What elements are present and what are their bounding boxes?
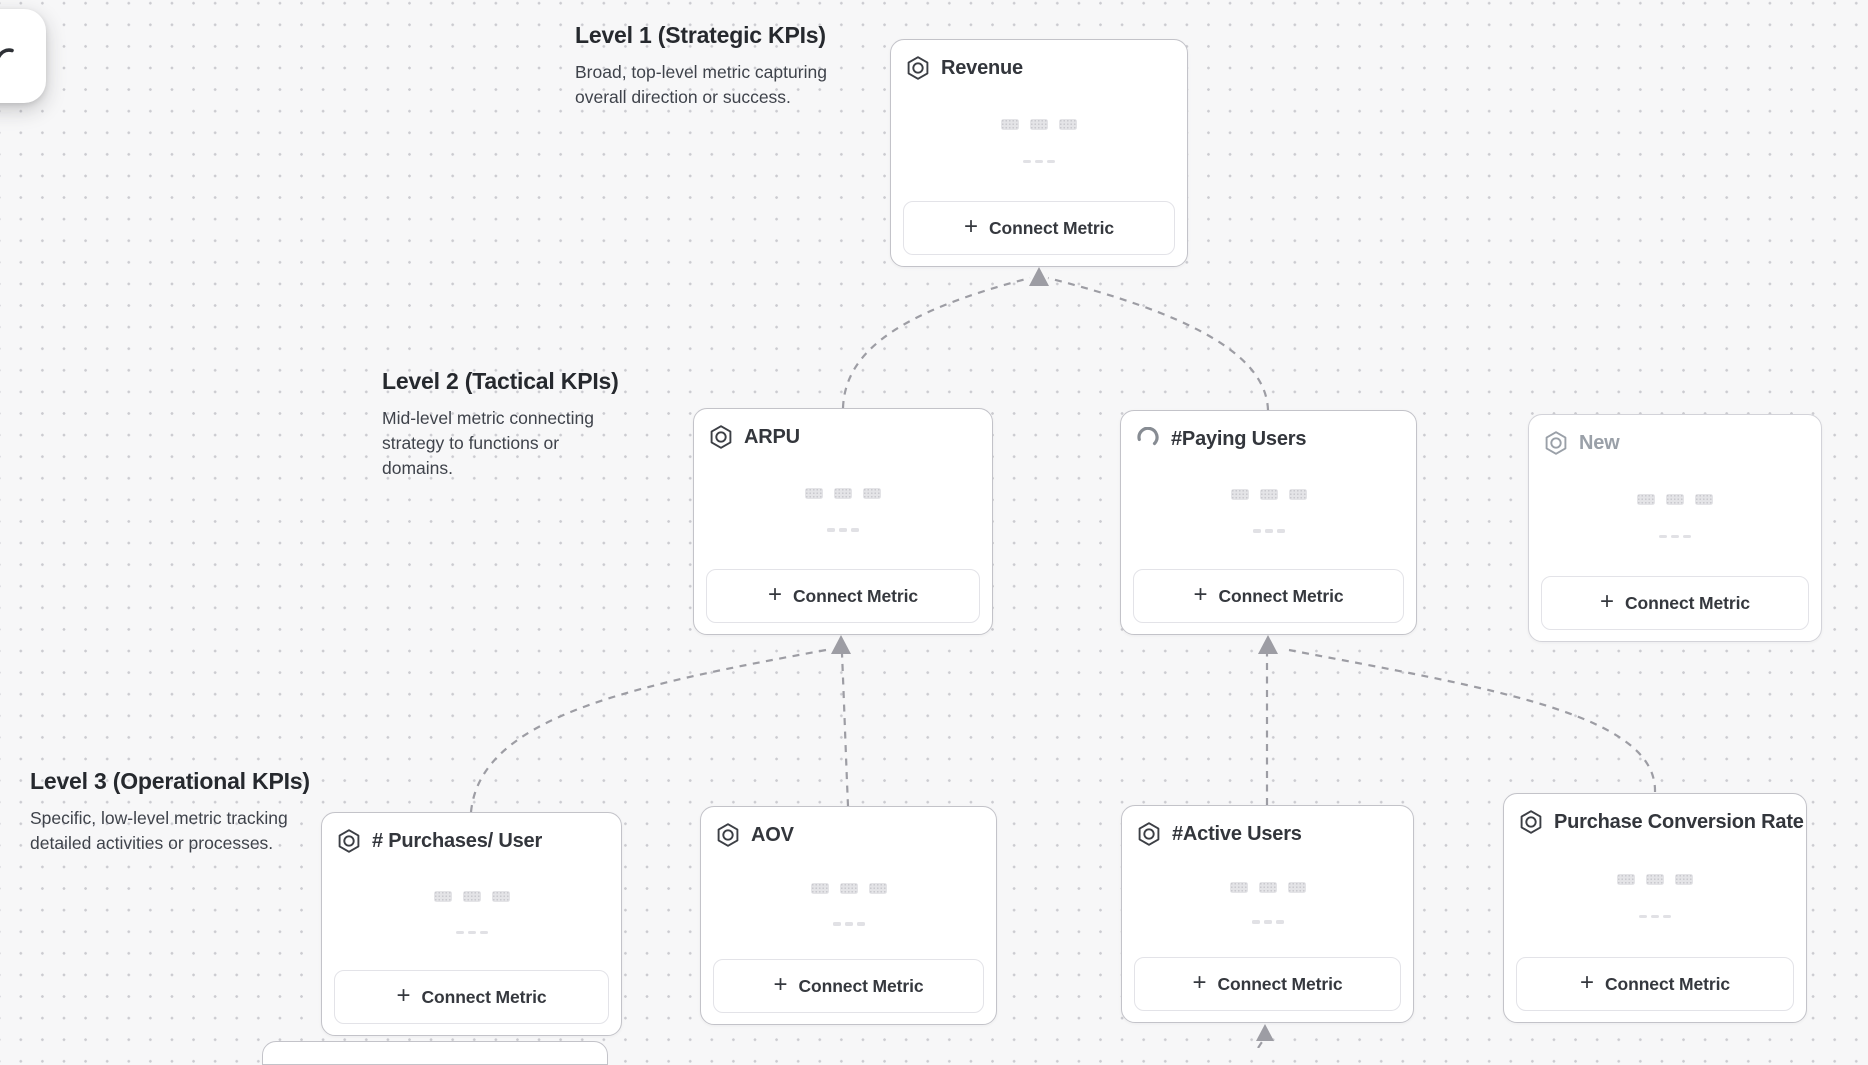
plus-icon: + <box>773 971 788 998</box>
connector-offscreen-to-activeusers <box>1257 1040 1264 1048</box>
floating-toolbar-panel[interactable] <box>0 9 46 103</box>
metric-preview-skeleton <box>1529 494 1821 506</box>
connect-metric-button[interactable]: + Connect Metric <box>903 201 1175 255</box>
metric-card-purchase-conversion-rate[interactable]: Purchase Conversion Rate + Connect Metri… <box>1503 793 1807 1023</box>
connect-metric-button[interactable]: + Connect Metric <box>713 959 984 1013</box>
metric-preview-skeleton <box>694 487 992 499</box>
metric-card-active-users[interactable]: #Active Users + Connect Metric <box>1121 805 1414 1023</box>
card-title: ARPU <box>744 425 800 448</box>
metric-card-partial[interactable] <box>262 1041 608 1065</box>
card-title: #Paying Users <box>1171 427 1307 450</box>
metric-hexagon-icon <box>715 822 741 848</box>
arrowhead-payingusers <box>1258 635 1278 654</box>
plus-icon: + <box>1192 969 1207 996</box>
metric-hexagon-icon <box>336 828 362 854</box>
pen-stroke-icon <box>0 48 14 59</box>
arrowhead-activeusers <box>1256 1024 1274 1041</box>
metric-preview-skeleton <box>322 890 621 902</box>
spinner-icon <box>1135 426 1161 452</box>
level-1-title: Level 1 (Strategic KPIs) <box>575 22 826 48</box>
connect-metric-button[interactable]: + Connect Metric <box>334 970 609 1024</box>
connect-metric-button[interactable]: + Connect Metric <box>706 569 980 623</box>
metric-hexagon-icon <box>1518 809 1544 835</box>
card-title: New <box>1579 431 1620 454</box>
metric-hexagon-icon <box>1136 821 1162 847</box>
card-header: AOV <box>715 822 984 848</box>
metric-preview-skeleton <box>701 882 996 894</box>
level-1-description: Broad, top-level metric capturing overal… <box>575 62 827 107</box>
connect-metric-button[interactable]: + Connect Metric <box>1541 576 1809 630</box>
metric-preview-skeleton <box>1121 489 1416 501</box>
metric-preview-skeleton <box>891 119 1187 131</box>
metric-preview-skeleton <box>1122 881 1413 893</box>
plus-icon: + <box>396 982 411 1009</box>
connect-metric-button[interactable]: + Connect Metric <box>1516 957 1794 1011</box>
metric-card-paying-users[interactable]: #Paying Users + Connect Metric <box>1120 410 1417 635</box>
connect-metric-button[interactable]: + Connect Metric <box>1134 957 1401 1011</box>
card-title: AOV <box>751 823 794 846</box>
plus-icon: + <box>767 581 782 608</box>
plus-icon: + <box>1579 969 1594 996</box>
connector-payingusers-to-revenue <box>1047 276 1270 411</box>
connect-metric-label: Connect Metric <box>421 986 547 1007</box>
metric-preview-skeleton <box>694 528 992 532</box>
connector-aov-to-arpu <box>840 653 850 807</box>
card-title: Purchase Conversion Rate <box>1554 810 1804 833</box>
level-1-label: Level 1 (Strategic KPIs) Broad, top-leve… <box>575 22 840 110</box>
card-header: #Active Users <box>1136 821 1401 847</box>
plus-icon: + <box>1193 581 1208 608</box>
metric-preview-skeleton <box>891 159 1187 164</box>
connector-arpu-to-revenue <box>841 276 1031 409</box>
connect-metric-label: Connect Metric <box>1605 973 1731 994</box>
connector-purchases-to-arpu <box>469 648 827 813</box>
metric-card-aov[interactable]: AOV + Connect Metric <box>700 806 997 1025</box>
level-3-label: Level 3 (Operational KPIs) Specific, low… <box>30 768 312 856</box>
card-header: Purchase Conversion Rate <box>1518 809 1804 835</box>
connect-metric-label: Connect Metric <box>989 217 1115 238</box>
card-title: #Active Users <box>1172 822 1302 845</box>
card-title: Revenue <box>941 56 1023 79</box>
metric-preview-skeleton <box>1529 534 1821 539</box>
plus-icon: + <box>963 213 978 240</box>
connect-metric-label: Connect Metric <box>1218 585 1344 606</box>
metric-hexagon-icon <box>1543 430 1569 456</box>
level-2-title: Level 2 (Tactical KPIs) <box>382 368 619 394</box>
metric-preview-skeleton <box>1122 920 1413 924</box>
arrowhead-revenue <box>1029 267 1049 286</box>
metric-preview-skeleton <box>1504 873 1806 885</box>
metric-preview-skeleton <box>701 922 996 926</box>
level-2-label: Level 2 (Tactical KPIs) Mid-level metric… <box>382 368 622 481</box>
connect-metric-button[interactable]: + Connect Metric <box>1133 569 1404 623</box>
connect-metric-label: Connect Metric <box>1217 973 1343 994</box>
card-title: # Purchases/ User <box>372 829 543 852</box>
level-3-description: Specific, low-level metric tracking deta… <box>30 808 288 853</box>
metric-preview-skeleton <box>1121 529 1416 533</box>
metric-hexagon-icon <box>708 424 734 450</box>
metric-preview-skeleton <box>1504 914 1806 919</box>
connect-metric-label: Connect Metric <box>1625 592 1751 613</box>
connect-metric-label: Connect Metric <box>798 975 924 996</box>
card-header: #Paying Users <box>1135 426 1404 452</box>
metric-hexagon-icon <box>905 55 931 81</box>
arrowhead-arpu <box>831 635 851 654</box>
metric-card-revenue[interactable]: Revenue + Connect Metric <box>890 39 1188 267</box>
card-header: Revenue <box>905 55 1175 81</box>
metric-preview-skeleton <box>322 930 621 935</box>
metric-card-arpu[interactable]: ARPU + Connect Metric <box>693 408 993 635</box>
connect-metric-label: Connect Metric <box>793 585 919 606</box>
card-header: # Purchases/ User <box>336 828 609 854</box>
level-3-title: Level 3 (Operational KPIs) <box>30 768 310 794</box>
plus-icon: + <box>1599 588 1614 615</box>
metric-card-new[interactable]: New + Connect Metric <box>1528 414 1822 642</box>
metric-card-purchases-per-user[interactable]: # Purchases/ User + Connect Metric <box>321 812 622 1036</box>
card-header: New <box>1543 430 1809 456</box>
connector-pcr-to-payingusers <box>1288 648 1657 793</box>
card-header: ARPU <box>708 424 980 450</box>
level-2-description: Mid-level metric connecting strategy to … <box>382 408 595 478</box>
